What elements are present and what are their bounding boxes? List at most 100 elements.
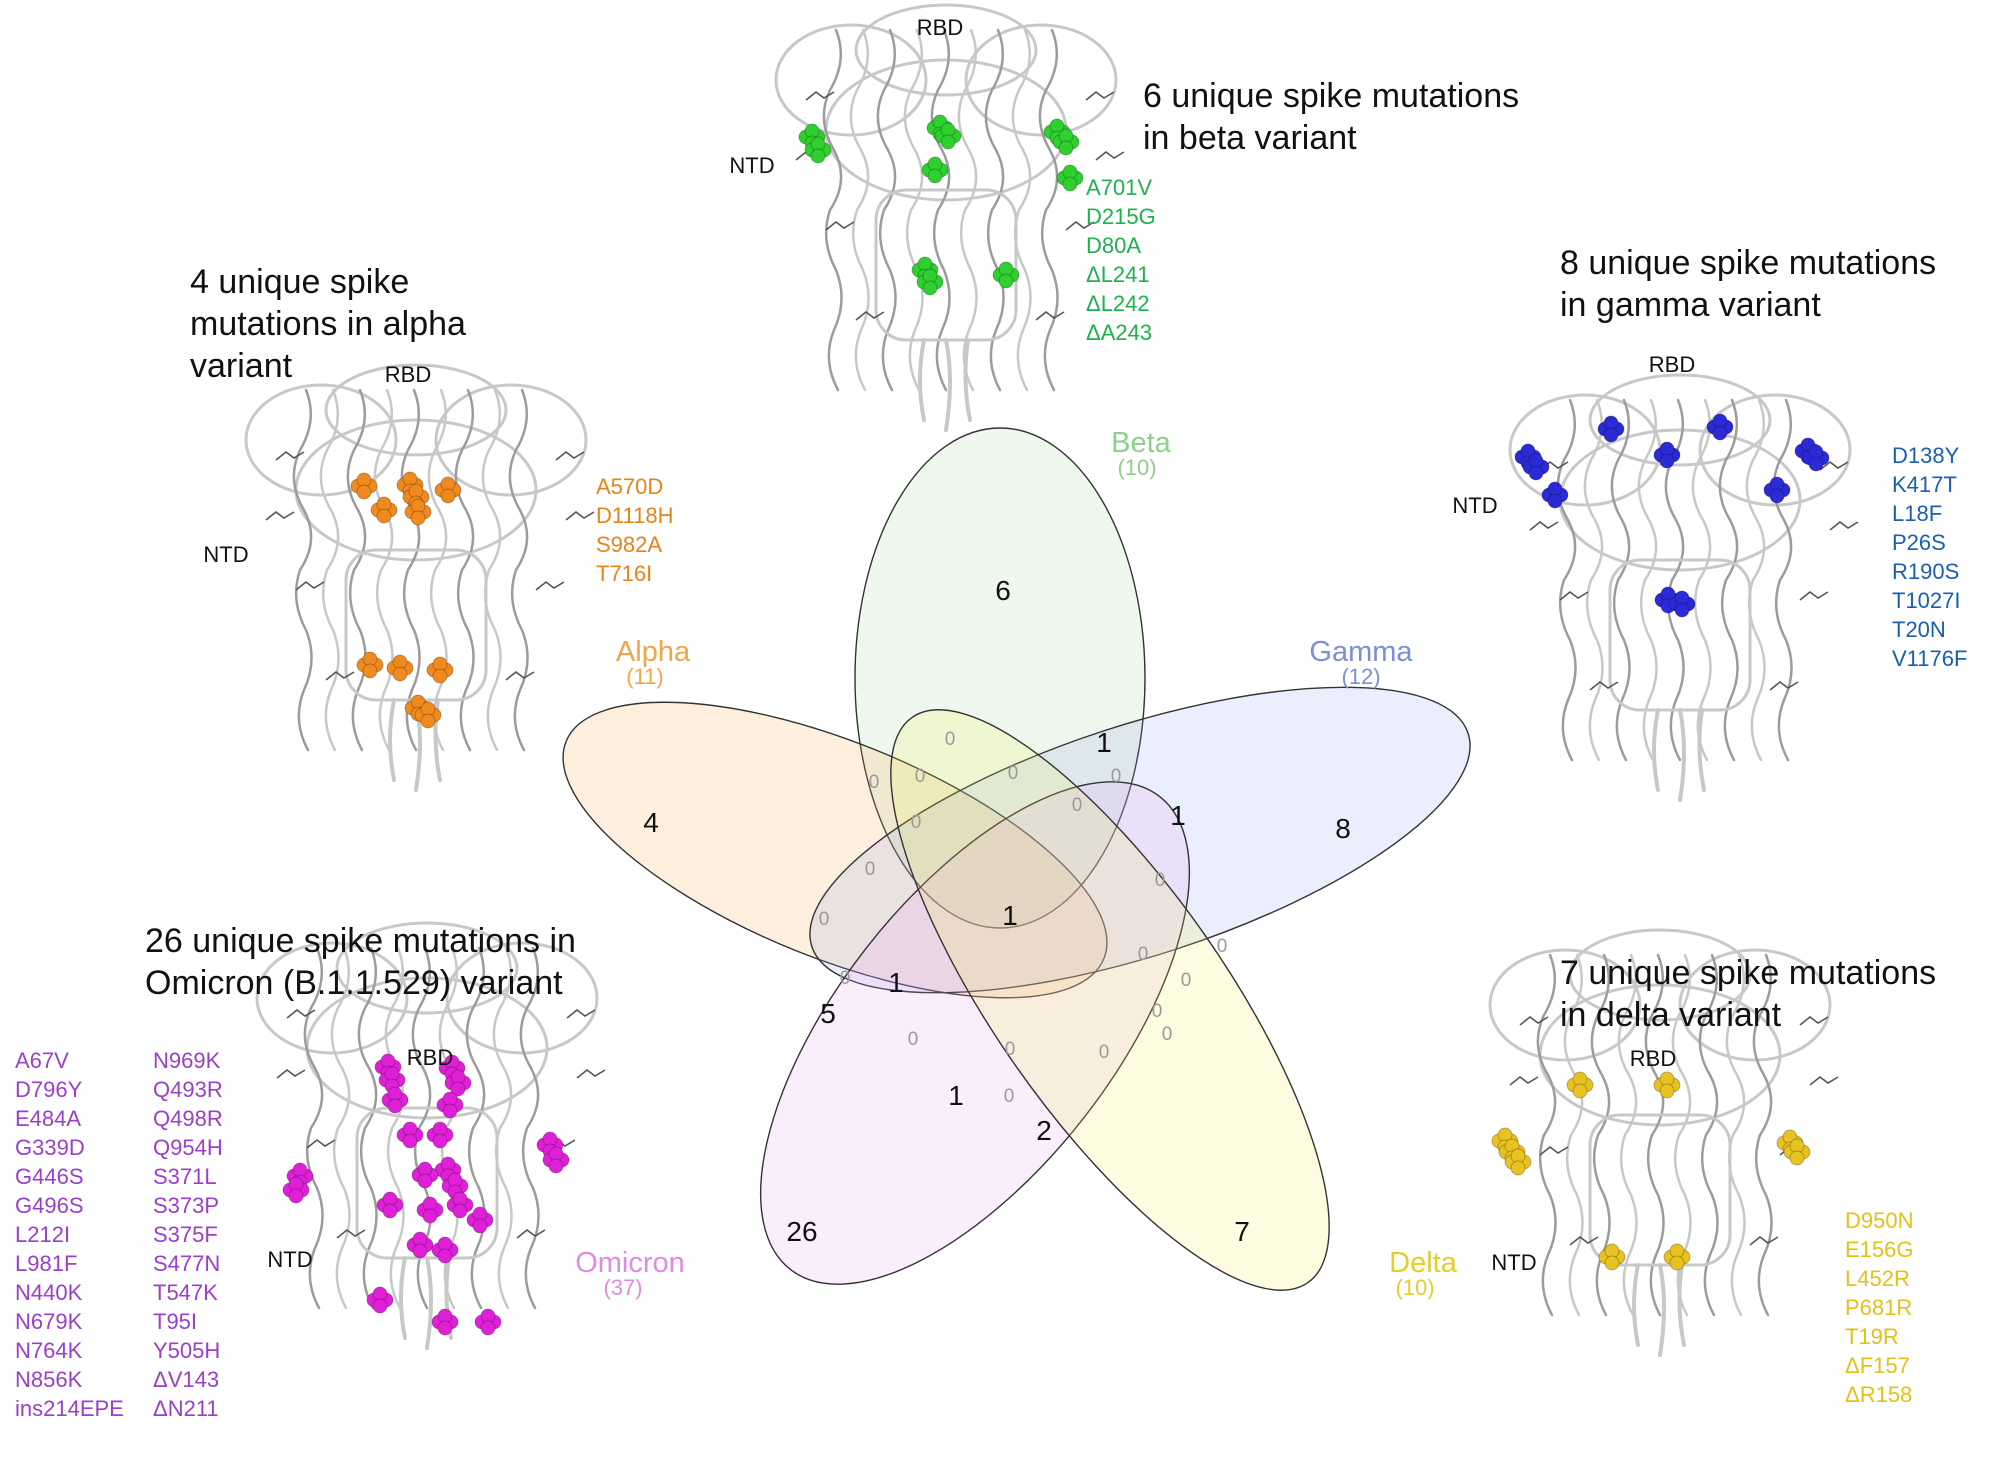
helix-ribbon xyxy=(1772,398,1793,762)
region-zero: 0 xyxy=(1152,1001,1163,1022)
helix-ribbon xyxy=(1563,953,1584,1317)
mutation-label: N969K xyxy=(153,1048,221,1073)
helix-ribbon xyxy=(427,388,448,752)
ntd-lobe xyxy=(1698,393,1852,507)
mutation-sphere xyxy=(1604,1255,1620,1271)
helix-ribbon xyxy=(1583,398,1604,762)
venn-name-delta: Delta xyxy=(1389,1247,1458,1279)
glycan-stick xyxy=(275,450,305,461)
rbd-label: RBD xyxy=(1630,1046,1676,1071)
mutation-label: Q498R xyxy=(153,1106,223,1131)
mutation-sphere xyxy=(402,1133,418,1149)
glycan-stick xyxy=(1799,590,1829,601)
region-zero: 0 xyxy=(840,968,851,989)
venn-region-counts: 6 4 8 26 7 1 1 1 1 5 1 2 0 0 0 0 0 0 0 0… xyxy=(643,575,1351,1247)
panel-title-line: in beta variant xyxy=(1143,119,1357,157)
region-zero: 0 xyxy=(869,772,880,793)
ntd-lobe xyxy=(774,23,928,137)
mutation-label: E484A xyxy=(15,1106,81,1131)
glycan-stick xyxy=(576,1068,606,1079)
region-zero: 0 xyxy=(1005,1039,1016,1060)
mutation-label: N679K xyxy=(15,1309,83,1334)
panel-omicron: RBD NTD 26 unique spike mutations in Omi… xyxy=(15,921,606,1421)
ntd-lobe xyxy=(964,23,1118,137)
mutation-sphere xyxy=(1808,456,1824,472)
region-zero: 0 xyxy=(1162,1024,1173,1045)
mutation-sphere xyxy=(1659,453,1675,469)
spike-structure-beta xyxy=(774,3,1125,432)
ntd-lobe xyxy=(244,383,398,497)
mutation-label: L452R xyxy=(1845,1266,1910,1291)
mutation-label: D796Y xyxy=(15,1077,83,1102)
mutation-label: D1118H xyxy=(596,503,673,528)
glycan-stick xyxy=(306,1138,336,1149)
mutation-label: T20N xyxy=(1892,617,1946,642)
helix-ribbon xyxy=(1745,398,1766,762)
panel-title-line: in gamma variant xyxy=(1560,286,1821,324)
mutation-sphere xyxy=(927,168,943,184)
panel-title-line: mutations in alpha xyxy=(190,305,466,343)
glycan-stick xyxy=(1809,1075,1839,1086)
mutation-sphere xyxy=(450,1081,466,1097)
mutation-label: A701V xyxy=(1086,175,1152,200)
helix-ribbon xyxy=(1617,953,1638,1317)
glycan-stick xyxy=(1589,680,1619,691)
glycan-stick xyxy=(1509,1075,1539,1086)
helix-ribbon xyxy=(984,28,1005,392)
mutation-sphere xyxy=(1769,488,1785,504)
mutation-sphere xyxy=(1547,493,1563,509)
venn-ellipse-omicron xyxy=(759,781,1191,1285)
spike-structure-delta xyxy=(1488,928,1839,1357)
mutation-label: T716I xyxy=(596,561,652,586)
venn-set-labels: Beta (10) Alpha (11) Gamma (12) Omicron … xyxy=(575,427,1458,1300)
mutation-sphere xyxy=(1528,465,1544,481)
helix-ribbon xyxy=(346,388,367,752)
mutation-label: ins214EPE xyxy=(15,1396,124,1421)
ntd-lobe xyxy=(445,941,599,1055)
helix-ribbon xyxy=(876,28,897,392)
glycan-stick xyxy=(1749,1235,1779,1246)
panel-title-line: in delta variant xyxy=(1560,996,1782,1034)
rbd-label: RBD xyxy=(385,362,431,387)
panel-alpha: RBD NTD 4 unique spike mutations in alph… xyxy=(190,263,673,792)
mutation-sphere xyxy=(1062,176,1078,192)
mutation-label: G446S xyxy=(15,1164,84,1189)
helix-ribbon xyxy=(492,946,513,1310)
helix-ribbon xyxy=(519,946,540,1310)
mutation-label: R190S xyxy=(1892,559,1959,584)
helix-ribbon xyxy=(903,28,924,392)
mutation-sphere xyxy=(420,713,436,729)
mutation-sphere xyxy=(810,148,826,164)
rbd-lobe xyxy=(324,363,508,457)
ntd-label: NTD xyxy=(1491,1250,1536,1275)
rbd-label: RBD xyxy=(1649,352,1695,377)
mutation-label: L18F xyxy=(1892,501,1942,526)
helix-ribbon xyxy=(303,946,324,1310)
mutation-sphere xyxy=(410,510,426,526)
helix-ribbon xyxy=(1691,398,1712,762)
helix-ribbon xyxy=(930,28,951,392)
mutation-sphere xyxy=(382,1203,398,1219)
panel-beta: RBD NTD 6 unique spike mutations in beta… xyxy=(729,3,1519,432)
region-zero: 0 xyxy=(1004,1086,1015,1107)
region-delta-only: 7 xyxy=(1234,1216,1250,1247)
helix-ribbon xyxy=(330,946,351,1310)
ntd-lobe xyxy=(1678,948,1832,1062)
mutation-sphere xyxy=(288,1188,304,1204)
rbd-label: RBD xyxy=(917,15,963,40)
glycan-stick xyxy=(505,670,535,681)
glycan-stick xyxy=(295,580,325,591)
mutation-label: D80A xyxy=(1086,233,1141,258)
panel-title-line: variant xyxy=(190,347,293,385)
rbd-lobe xyxy=(854,3,1038,97)
glycan-stick xyxy=(336,1228,366,1239)
glycan-stick xyxy=(855,310,885,321)
mutation-spheres-omicron xyxy=(282,1053,570,1336)
mutation-label: A67V xyxy=(15,1048,69,1073)
glycan-stick xyxy=(1035,310,1065,321)
mutation-label: ΔV143 xyxy=(153,1367,219,1392)
glycan-stick xyxy=(1065,220,1095,231)
mutation-sphere xyxy=(480,1320,496,1336)
mutation-sphere xyxy=(356,484,372,500)
region-gamma-only: 8 xyxy=(1335,813,1351,844)
